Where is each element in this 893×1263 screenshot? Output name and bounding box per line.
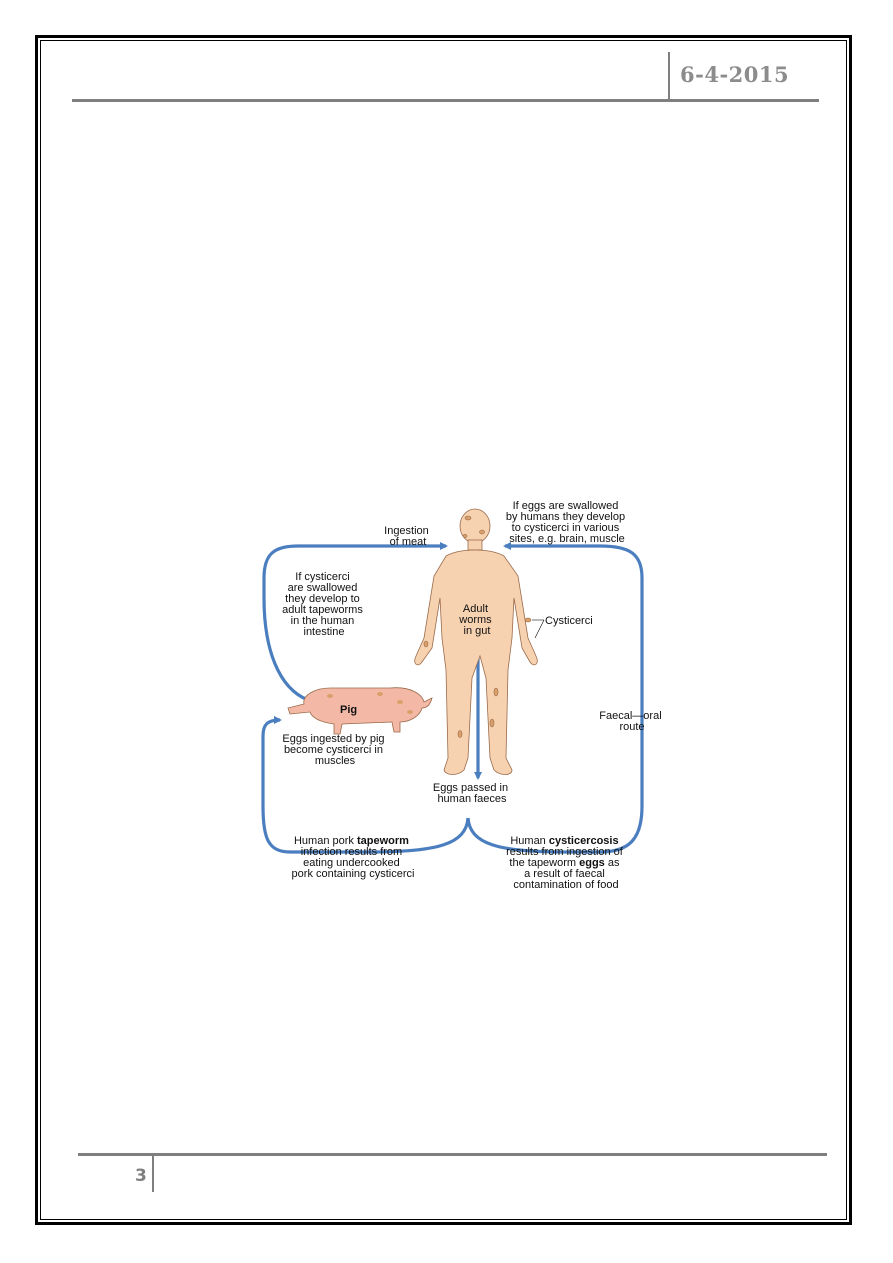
faecal-oral-label: Faecal—oral route	[599, 710, 664, 733]
left-note: If cysticerci are swallowed they develop…	[282, 571, 366, 638]
gut-label: Adult worms in gut	[458, 603, 494, 637]
human-figure	[414, 508, 538, 775]
footer-rule	[78, 1153, 827, 1156]
header-rule	[72, 99, 819, 102]
cysticercosis-note: Human cysticercosis results from ingesti…	[506, 835, 626, 891]
pig-label: Pig	[340, 704, 357, 716]
cysticerci-label: Cysticerci	[545, 615, 593, 627]
faecal-oral-arrow	[466, 542, 644, 854]
tapeworm-note: Human pork tapeworm infection results fr…	[292, 835, 415, 880]
faeces-to-pig-arrow	[261, 716, 470, 854]
header-date: 6-4-2015	[680, 62, 790, 87]
pig-note: Eggs ingested by pig become cysticerci i…	[282, 733, 387, 767]
pig-illustration	[287, 687, 433, 735]
cysticerci-pointers	[532, 619, 545, 639]
eggs-passed-label: Eggs passed in human faeces	[433, 782, 511, 805]
footer-separator	[152, 1156, 154, 1192]
cysts-on-body	[423, 515, 532, 738]
ingestion-label: Ingestion of meat	[384, 525, 432, 548]
pig-to-human-arrow	[262, 542, 448, 702]
page-border-outer	[35, 35, 852, 1225]
page-number: 3	[135, 1166, 147, 1186]
page-border-inner	[40, 40, 847, 1220]
top-right-note: If eggs are swallowed by humans they dev…	[506, 500, 628, 545]
header-separator	[668, 52, 670, 100]
tapeworm-lifecycle-diagram: If eggs are swallowed by humans they dev…	[261, 500, 664, 891]
